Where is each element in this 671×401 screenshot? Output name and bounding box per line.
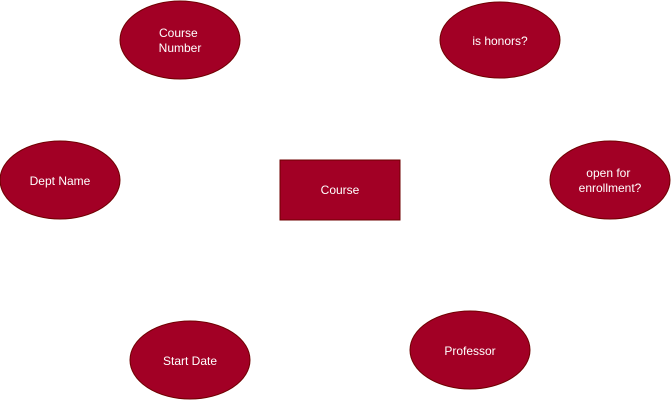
attribute-open-for-enrollment[interactable]: open for enrollment? [549, 140, 671, 220]
attribute-dept-name-ellipse [0, 140, 121, 220]
attribute-is-honors-label: is honors? [472, 34, 528, 48]
attribute-start-date-ellipse [129, 320, 251, 400]
attribute-open-for-enrollment-label: open for enrollment? [579, 166, 642, 195]
attribute-open-for-enrollment-line-2: enrollment? [579, 181, 642, 195]
attribute-dept-name[interactable]: Dept Name [0, 140, 121, 220]
attribute-course-number-line-1: Course [159, 26, 198, 40]
attribute-professor-ellipse [409, 310, 531, 390]
attribute-course-number-line-2: Number [159, 41, 202, 55]
attribute-professor[interactable]: Professor [409, 310, 531, 390]
attribute-course-number-ellipse [119, 0, 241, 80]
entity-course[interactable]: Course [279, 159, 401, 221]
attribute-course-number[interactable]: Course Number [119, 0, 241, 80]
attribute-start-date[interactable]: Start Date [129, 320, 251, 400]
attribute-course-number-label: Course Number [159, 26, 202, 55]
attribute-open-for-enrollment-ellipse [549, 140, 671, 220]
attribute-is-honors-ellipse [439, 1, 561, 79]
attribute-dept-name-label: Dept Name [30, 174, 91, 188]
entity-course-rect [279, 159, 401, 221]
attribute-open-for-enrollment-line-1: open for [586, 166, 630, 180]
attribute-start-date-label: Start Date [163, 354, 217, 368]
attribute-professor-label: Professor [444, 344, 495, 358]
attribute-is-honors[interactable]: is honors? [439, 1, 561, 79]
entity-course-label: Course [321, 183, 360, 197]
